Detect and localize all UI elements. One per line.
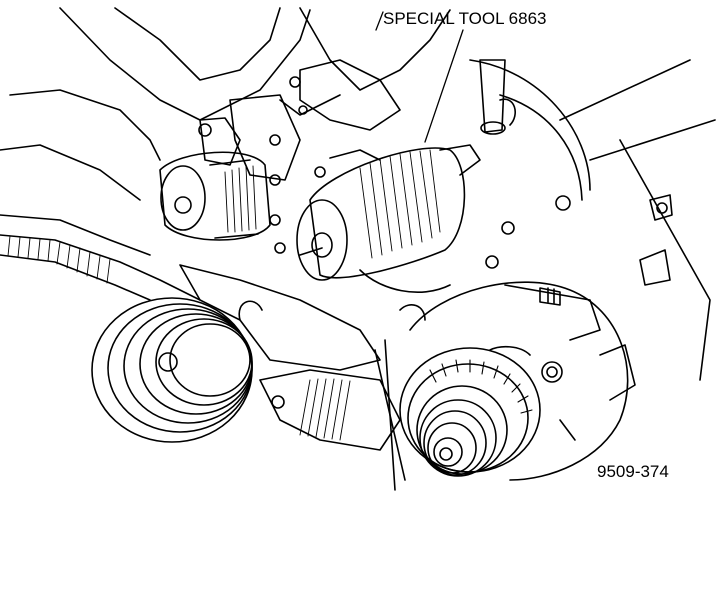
special-tool-label: SPECIAL TOOL 6863 (383, 9, 546, 28)
mounting-bracket (179, 59, 516, 371)
alternator-pulley (399, 347, 541, 477)
special-tool-leader (424, 29, 464, 143)
drive-belt (0, 234, 406, 491)
lower-block (259, 369, 401, 451)
alternator (409, 281, 636, 481)
figure-code-label: 9509-374 (597, 462, 669, 481)
crankshaft-pulley (91, 297, 253, 443)
bolts (399, 195, 668, 321)
special-tool-puller (296, 144, 481, 293)
power-steering-pump (159, 151, 271, 241)
special-tool-leader-left (375, 11, 384, 31)
timing-cover (0, 7, 716, 381)
